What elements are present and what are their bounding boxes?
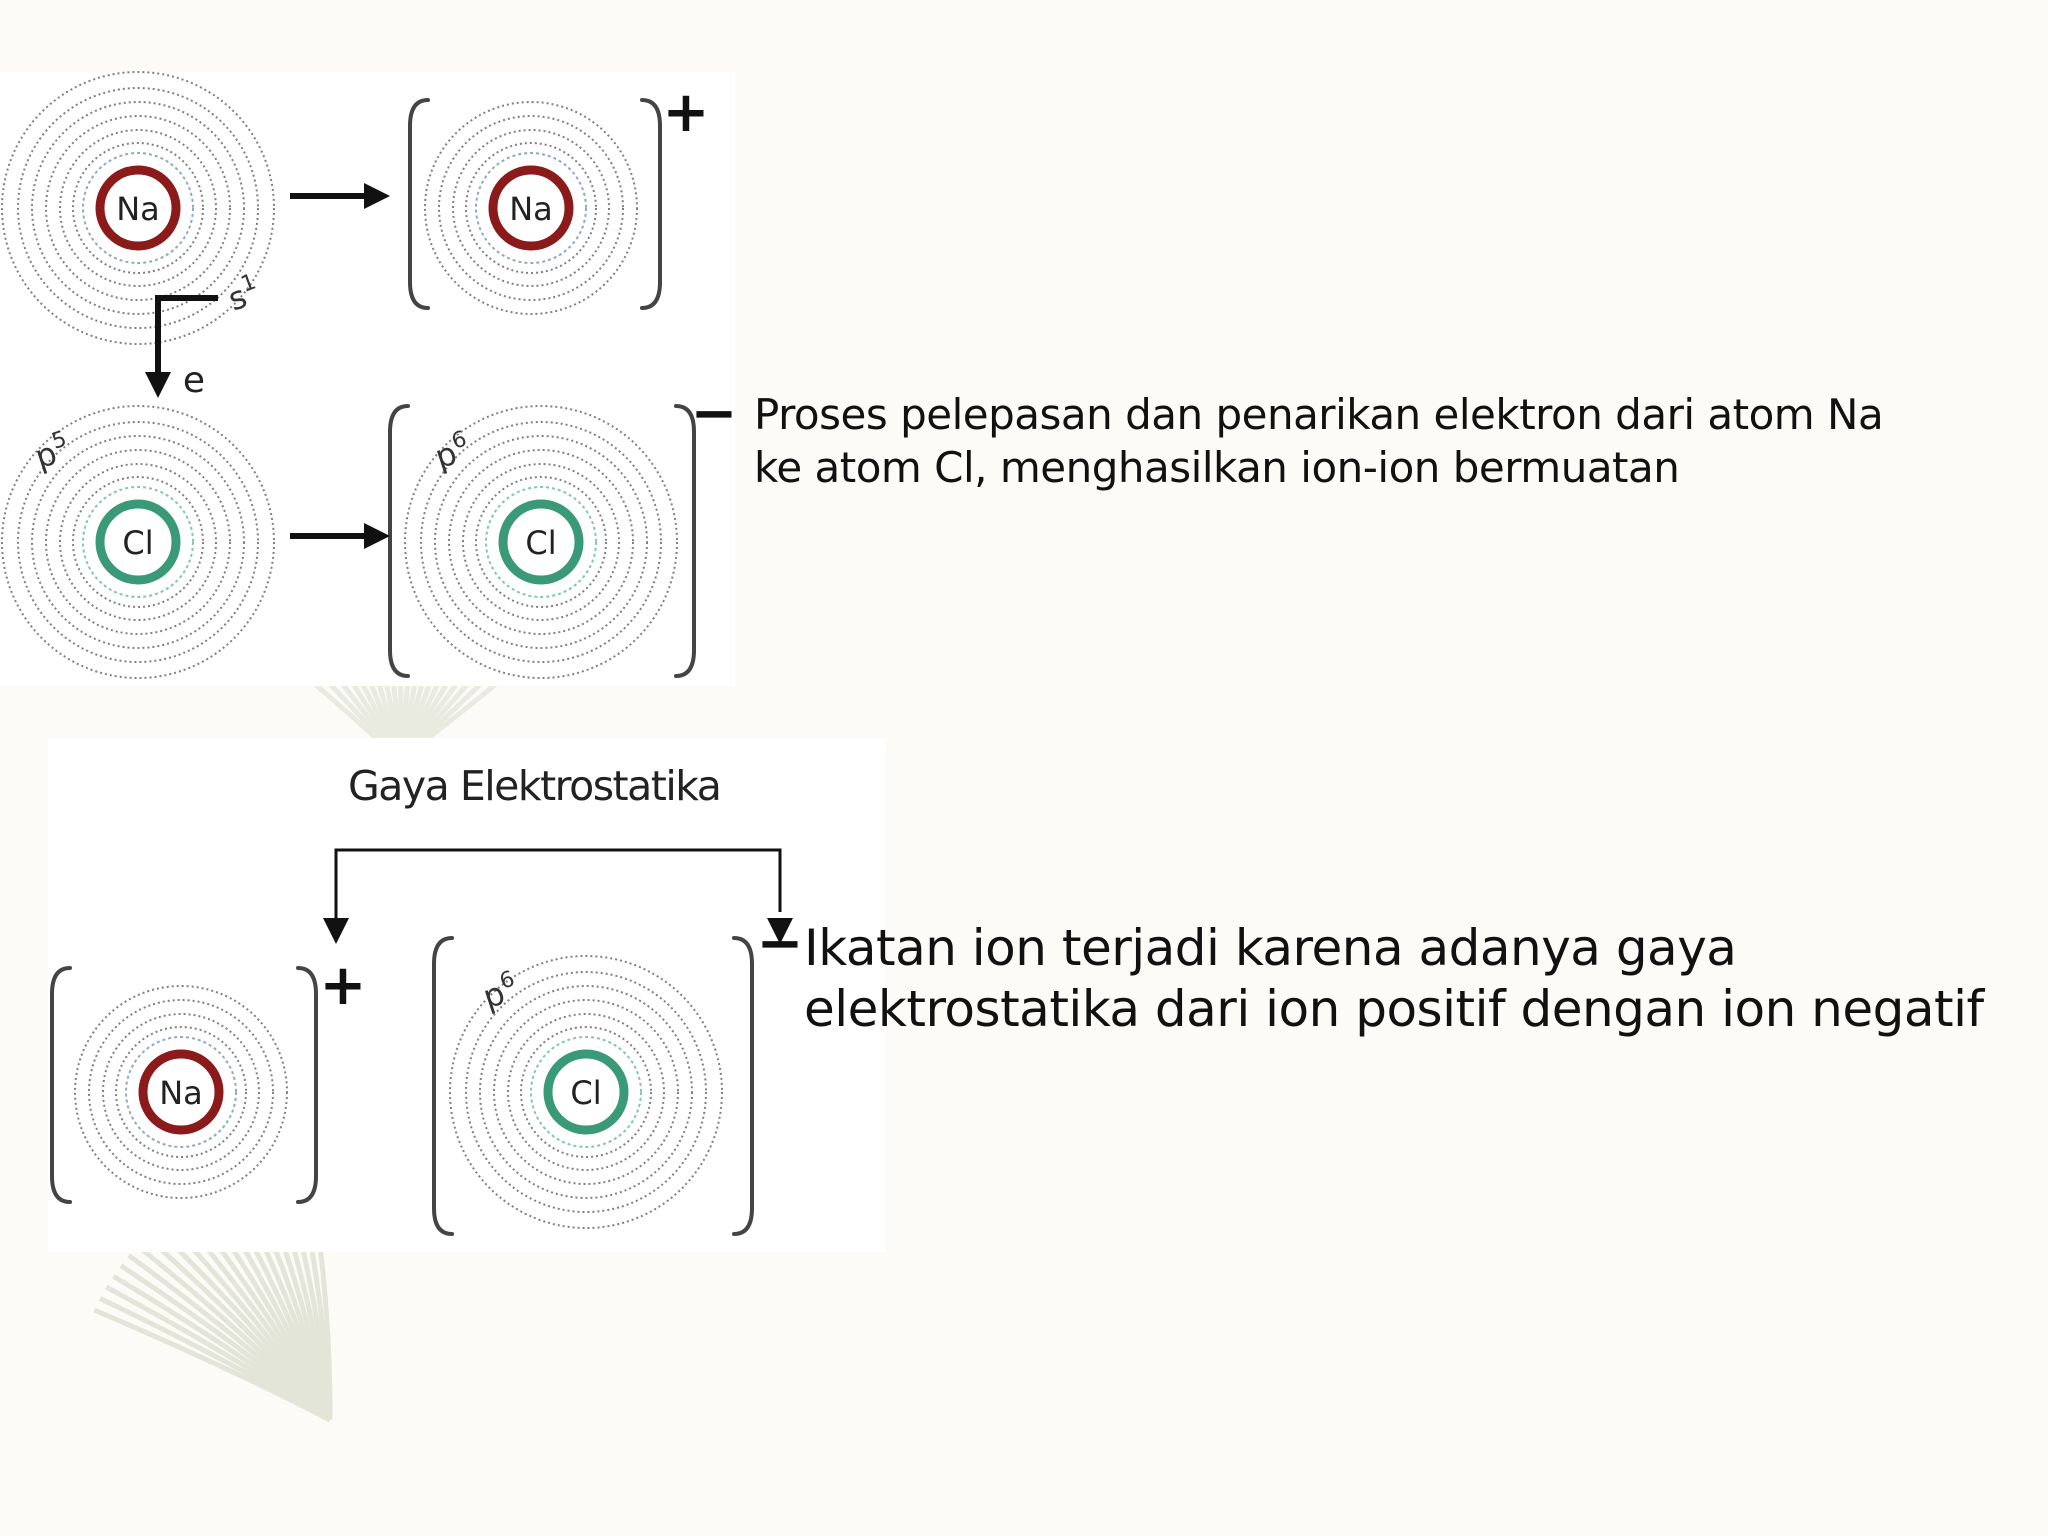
bond-caption: Ikatan ion terjadi karena adanya gaya el… <box>804 918 1984 1040</box>
electron-gain-arrow-head <box>364 523 390 549</box>
ionization-arrow-head <box>364 183 390 209</box>
inner-shell <box>485 486 597 598</box>
sodium-nucleus <box>488 165 574 251</box>
electron-shell <box>17 421 259 663</box>
electron-shell <box>74 985 288 1199</box>
inner-shell <box>125 1036 237 1148</box>
chloride-ion: Cl <box>404 405 678 679</box>
element-symbol: Na <box>509 190 553 228</box>
electron-shell <box>59 129 217 287</box>
electron-shell <box>449 955 723 1229</box>
chlorine-nucleus <box>95 499 181 585</box>
electrostatic-arrow-head-right <box>767 918 793 944</box>
electron-shell <box>507 1013 665 1171</box>
bond-caption-line-2: elektrostatika dari ion positif dengan i… <box>804 980 1984 1038</box>
sodium-atom: Na <box>1 71 275 345</box>
electron-transfer-arrow-shaft <box>155 295 218 372</box>
cl-ion-bracket-right <box>674 404 696 678</box>
element-symbol: Na <box>159 1074 203 1112</box>
cl-ion-negative-charge: − <box>691 381 738 446</box>
element-symbol: Na <box>116 190 160 228</box>
electrostatic-force-bracket-line <box>334 848 782 922</box>
bottom-chloride-ion: Cl <box>449 955 723 1229</box>
electron-shell <box>1 405 275 679</box>
element-symbol: Cl <box>570 1074 601 1112</box>
electron-shell <box>88 999 274 1185</box>
inner-shell <box>530 1036 642 1148</box>
element-symbol: Cl <box>122 524 153 562</box>
electron-shell <box>59 463 217 621</box>
na-ion-bracket-right <box>640 98 662 310</box>
sodium-ion: Na <box>424 101 638 315</box>
inner-shell <box>82 486 194 598</box>
inner-shell <box>82 152 194 264</box>
electrostatic-force-label: Gaya Elektrostatika <box>348 762 722 810</box>
electron-shell <box>45 115 231 301</box>
bottom-na-positive-charge: + <box>320 953 367 1018</box>
electron-shell <box>479 985 693 1199</box>
electron-shell <box>475 476 607 608</box>
electron-shell <box>465 971 707 1213</box>
electron-shell <box>72 142 204 274</box>
electron-transfer-arrow-head <box>145 372 171 398</box>
arrows-layer <box>145 183 793 944</box>
electron-shell <box>31 435 245 649</box>
chlorine-nucleus <box>498 499 584 585</box>
element-symbol: Cl <box>525 524 556 562</box>
electron-shell <box>102 1013 260 1171</box>
electron-shell <box>493 999 679 1185</box>
inner-shell <box>475 152 587 264</box>
na-ion-positive-charge: + <box>663 80 710 145</box>
electron-shell <box>520 1026 652 1158</box>
sodium-nucleus <box>138 1049 224 1135</box>
process-caption-line-1: Proses pelepasan dan penarikan elektron … <box>754 390 1884 439</box>
electron-shell <box>45 449 231 635</box>
electron-shell <box>1 71 275 345</box>
electron-shell <box>462 463 620 621</box>
bond-caption-line-1: Ikatan ion terjadi karena adanya gaya <box>804 919 1737 977</box>
electron-shell <box>115 1026 247 1158</box>
top-diagram-panel <box>0 72 735 686</box>
process-caption: Proses pelepasan dan penarikan elektron … <box>754 388 1884 494</box>
bottom-na-bracket-right <box>296 966 318 1204</box>
chlorine-nucleus <box>543 1049 629 1135</box>
bottom-cl-bracket-left <box>432 936 454 1236</box>
electron-shell <box>434 435 648 649</box>
na-ion-bracket-left <box>408 98 430 310</box>
electron-shell <box>465 142 597 274</box>
electron-shell <box>31 101 245 315</box>
brackets-layer <box>50 98 754 1236</box>
bottom-cl-bracket-right <box>732 936 754 1236</box>
bottom-cl-negative-charge: − <box>757 911 804 976</box>
electron-label: e <box>183 360 205 401</box>
electron-shell <box>404 405 678 679</box>
electrostatic-arrow-head-left <box>323 918 349 944</box>
electron-shell <box>17 87 259 329</box>
electron-shell <box>424 101 638 315</box>
electron-shell <box>72 476 204 608</box>
electron-shell <box>438 115 624 301</box>
cl-ion-bracket-left <box>388 404 410 678</box>
electron-shell <box>452 129 610 287</box>
bottom-na-bracket-left <box>50 966 72 1204</box>
electron-shell <box>420 421 662 663</box>
process-caption-line-2: ke atom Cl, menghasilkan ion-ion bermuat… <box>754 443 1680 492</box>
bottom-diagram-panel <box>48 738 886 1252</box>
chlorine-atom: Cl <box>1 405 275 679</box>
sodium-nucleus <box>95 165 181 251</box>
bottom-sodium-ion: Na <box>74 985 288 1199</box>
electron-shell <box>448 449 634 635</box>
